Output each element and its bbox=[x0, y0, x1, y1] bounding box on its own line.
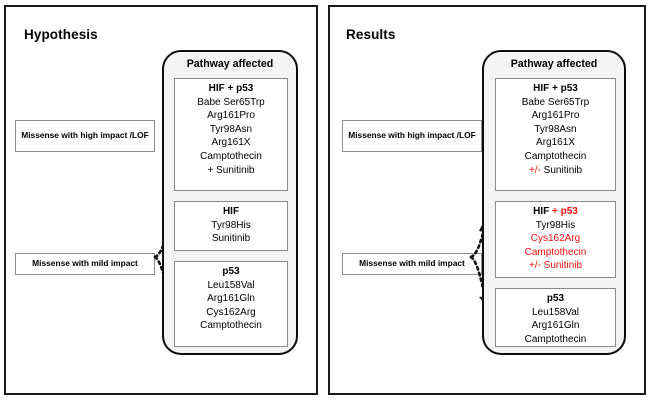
gene-line-part: +/- bbox=[528, 164, 541, 176]
pathway-header: Pathway affected bbox=[510, 58, 598, 70]
gene-line: Tyr98Asn bbox=[209, 123, 253, 135]
gene-line-part: HIF bbox=[533, 206, 553, 217]
gene-line: Arg161X bbox=[536, 137, 575, 149]
pathway-header: Pathway affected bbox=[186, 58, 274, 70]
gene-line: p53 bbox=[546, 293, 565, 304]
gene-line: Cys162Arg bbox=[530, 233, 581, 245]
panel-results: Results Missense with high impact /LOF M… bbox=[328, 5, 646, 395]
gene-line: Camptothecin bbox=[524, 150, 587, 162]
panel-title: Hypothesis bbox=[24, 27, 98, 42]
gene-line: HIF + p53 bbox=[496, 205, 615, 219]
input-box-high-impact: Missense with high impact /LOF bbox=[342, 120, 482, 152]
input-box-high-impact: Missense with high impact /LOF bbox=[15, 120, 155, 152]
gene-line: +/- Sunitinib bbox=[496, 164, 615, 178]
gene-line: Leu158Val bbox=[207, 279, 255, 291]
input-box-mild-impact: Missense with mild impact bbox=[342, 253, 482, 275]
gene-line: + Sunitinib bbox=[207, 164, 255, 176]
input-box-mild-impact: Missense with mild impact bbox=[15, 253, 155, 275]
gene-line: Tyr98Asn bbox=[534, 123, 577, 135]
input-box-label: Missense with high impact /LOF bbox=[21, 130, 149, 141]
gene-line: Camptothecin bbox=[524, 246, 587, 258]
gene-line: Arg161Gln bbox=[207, 293, 255, 305]
gene-line: Camptothecin bbox=[200, 150, 262, 162]
gene-line: Tyr98His bbox=[535, 219, 576, 231]
panel-title: Results bbox=[346, 27, 396, 42]
gene-line: HIF + p53 bbox=[208, 83, 254, 94]
gene-line: Arg161Pro bbox=[531, 110, 580, 122]
gene-line: Tyr98His bbox=[211, 219, 251, 231]
gene-line: p53 bbox=[222, 266, 240, 277]
gene-line: Babe Ser65Trp bbox=[521, 96, 590, 108]
gene-line: Arg161X bbox=[211, 137, 251, 149]
gene-line: +/- Sunitinib bbox=[528, 260, 583, 272]
gene-line: Arg161Gln bbox=[531, 320, 580, 332]
gene-line-part: + p53 bbox=[552, 206, 578, 217]
input-box-label: Missense with high impact /LOF bbox=[348, 130, 476, 141]
gene-line: Camptothecin bbox=[524, 333, 587, 345]
input-box-label: Missense with mild impact bbox=[32, 258, 138, 269]
gene-line: Cys162Arg bbox=[206, 306, 256, 318]
gene-line: HIF bbox=[222, 206, 240, 217]
gene-line: Arg161Pro bbox=[207, 110, 255, 122]
gene-line: HIF + p53 bbox=[533, 83, 578, 94]
gene-line: Babe Ser65Trp bbox=[197, 96, 265, 108]
gene-line: Camptothecin bbox=[200, 320, 262, 332]
gene-line: Sunitinib bbox=[211, 233, 251, 245]
panel-hypothesis: Hypothesis Missense with high impact /LO… bbox=[4, 5, 318, 395]
gene-line-part: Sunitinib bbox=[540, 164, 583, 176]
input-box-label: Missense with mild impact bbox=[359, 258, 465, 269]
gene-line: Leu158Val bbox=[531, 306, 580, 318]
